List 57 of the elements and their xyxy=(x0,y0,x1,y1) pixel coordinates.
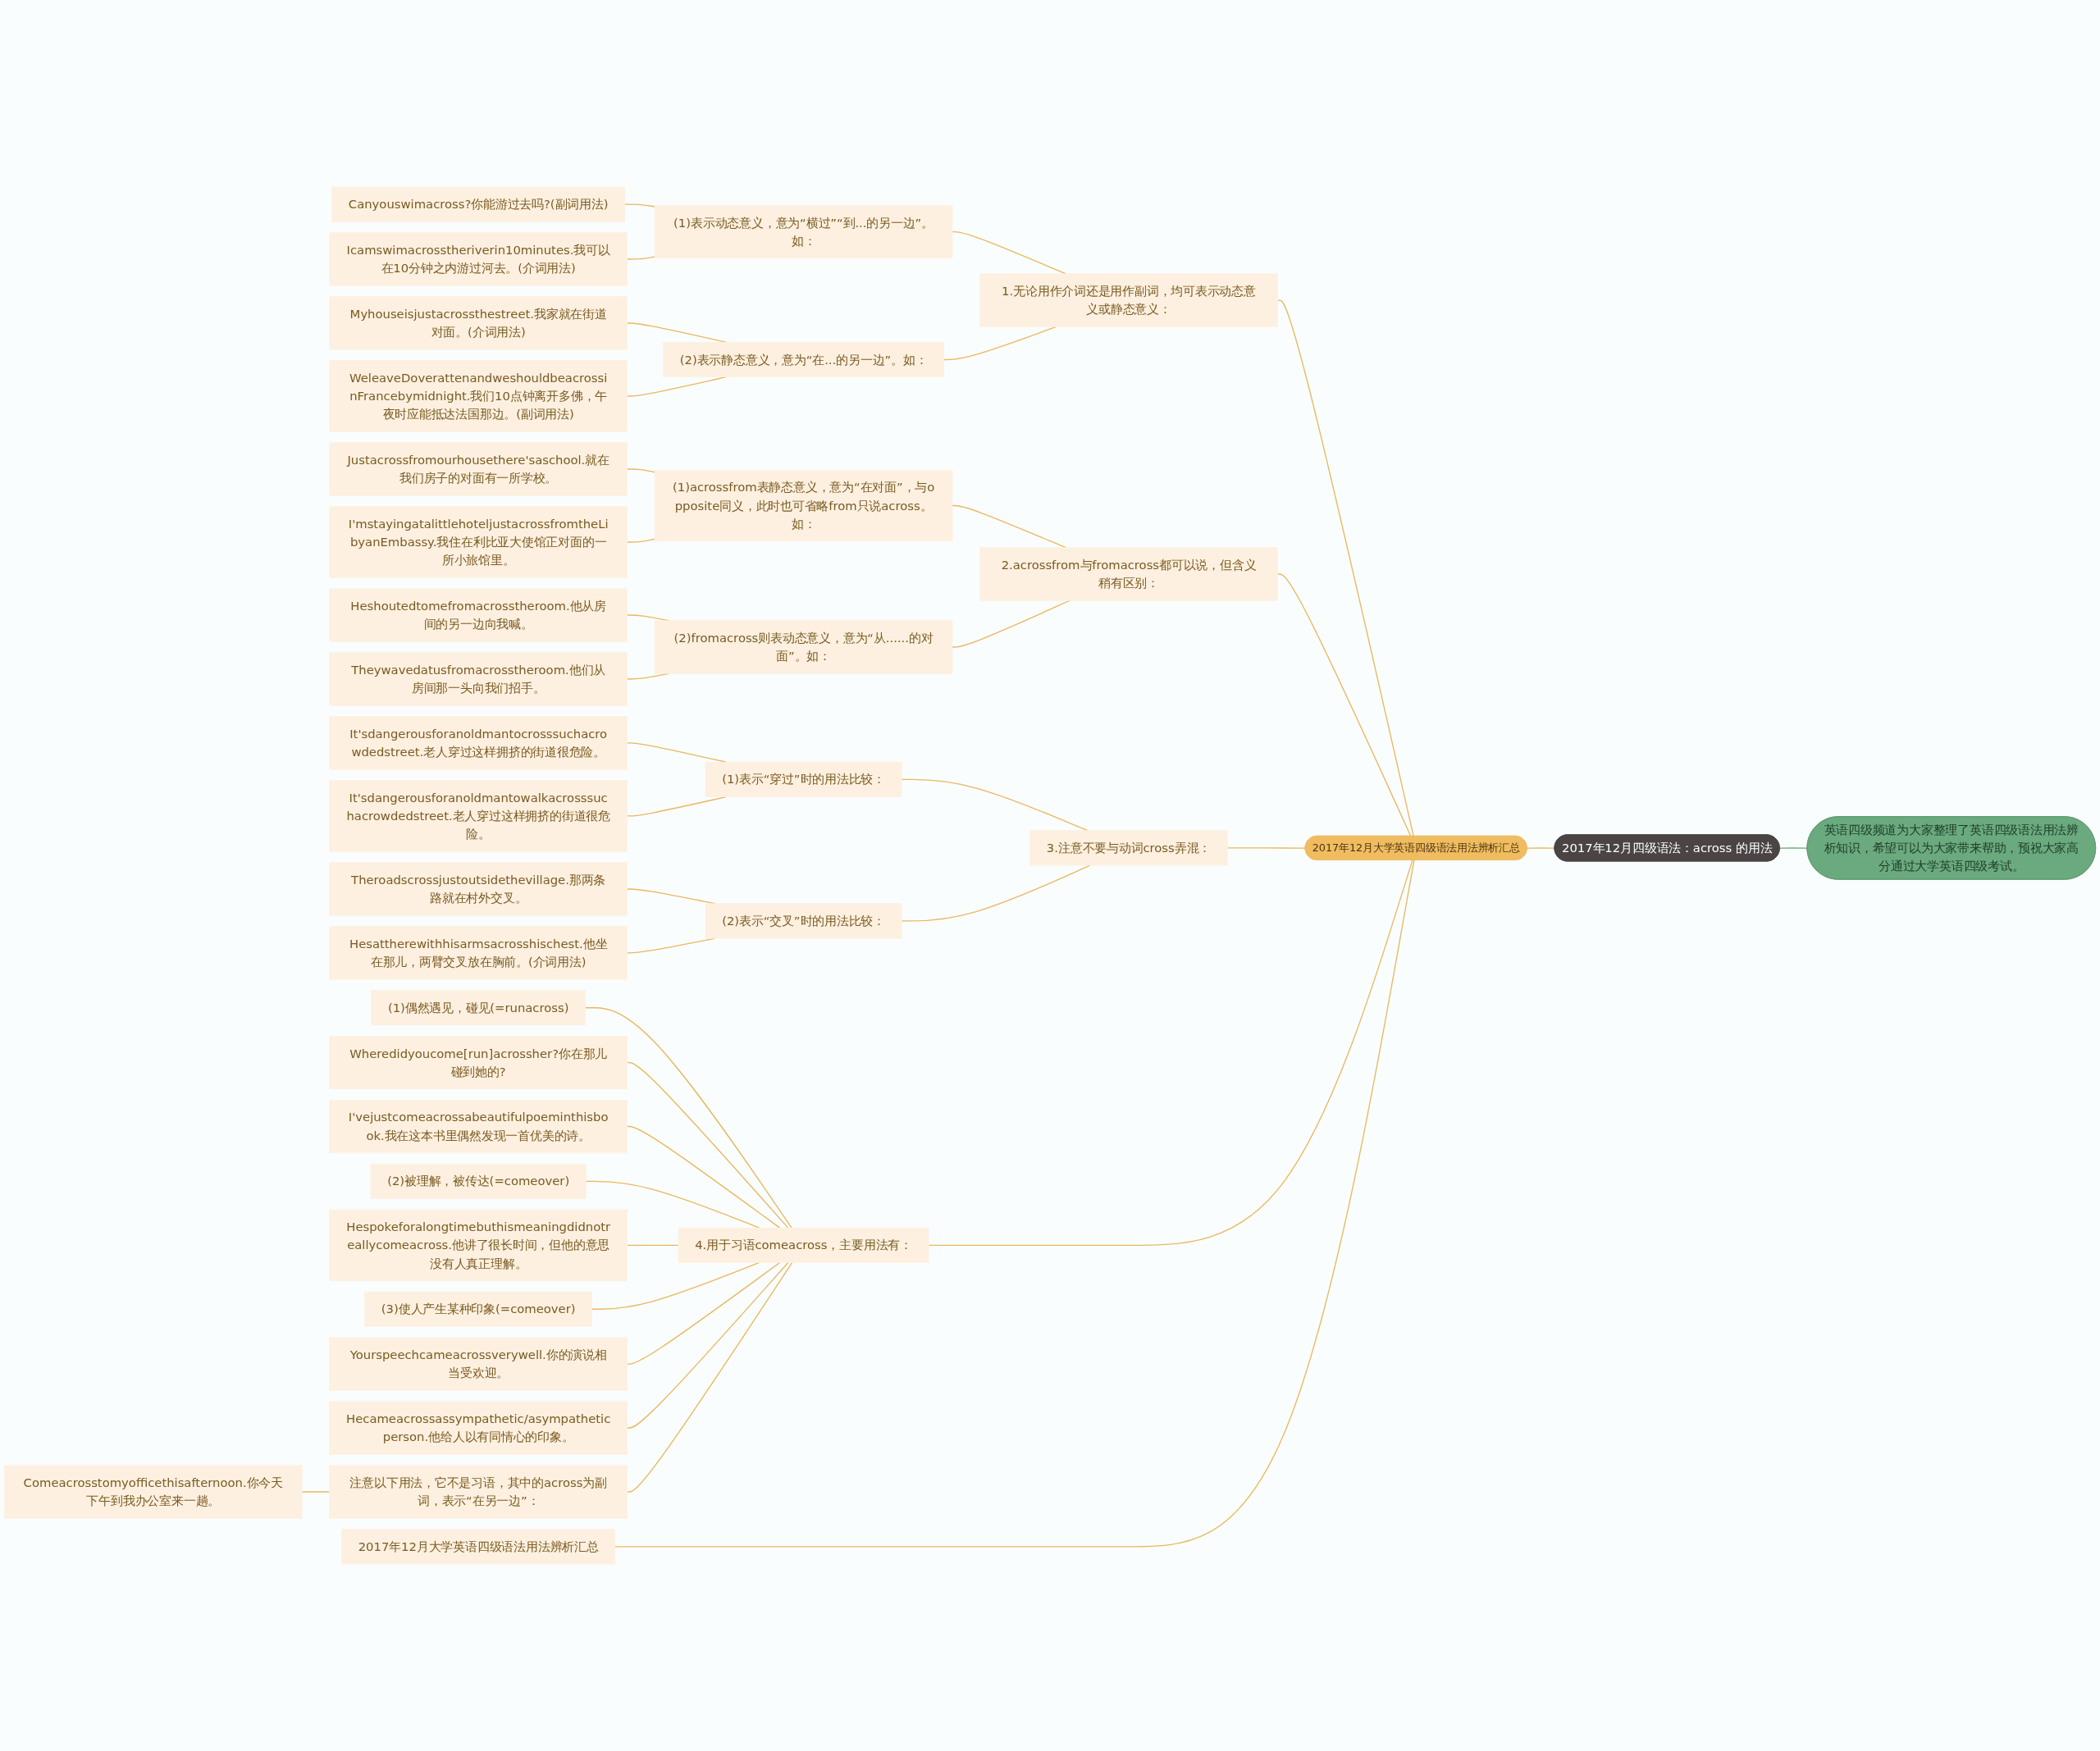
connector xyxy=(1226,847,1306,849)
node-box: Theywavedatusfromacrosstheroom.他们从房间那一头向我们招手。 xyxy=(329,652,628,706)
connector xyxy=(626,1244,679,1246)
node-box: (1)偶然遇见，碰见(=runacross) xyxy=(371,990,586,1026)
node-box: (1)表示动态意义，意为“横过”“到...的另一边”。如： xyxy=(654,205,953,259)
node-box: It'sdangerousforanoldmantowalkacrosssuchacrowdedstreet.老人穿过这样拥挤的街道很危险。 xyxy=(329,780,628,852)
connector xyxy=(626,1125,781,1229)
node-box: (2)表示静态意义，意为“在...的另一边”。如： xyxy=(663,341,944,377)
connector xyxy=(901,778,1089,832)
node-box: 3.注意不要与动词cross弄混： xyxy=(1029,830,1228,866)
node-box: Canyouswimacross?你能游过去吗?(副词用法) xyxy=(331,186,625,222)
node-box: 4.用于习语comeacross，主要用法有： xyxy=(678,1227,929,1263)
connector xyxy=(928,860,1413,1246)
node-box: Theroadscrossjustoutsidethevillage.那两条路就在村外交叉。 xyxy=(329,862,628,916)
node-box: 2017年12月大学英语四级语法用法辨析汇总 xyxy=(341,1529,616,1565)
connector xyxy=(301,1491,331,1493)
node-box: 1.无论用作介词还是用作副词，均可表示动态意义或静态意义： xyxy=(979,273,1278,327)
node-box: Myhouseisjustacrossthestreet.我家就在街道对面。(介词用法) xyxy=(329,296,628,350)
node-box: Wheredidyoucome[run]acrossher?你在那儿碰到她的? xyxy=(329,1036,628,1090)
connector xyxy=(626,1261,781,1365)
node-box: Heshoutedtomefromacrosstheroom.他从房间的另一边向我喊。 xyxy=(329,588,628,642)
node-box: (2)表示“交叉”时的用法比较： xyxy=(705,903,902,939)
connector xyxy=(591,1261,760,1310)
connector xyxy=(584,1007,792,1229)
connector xyxy=(626,468,655,473)
node-box: (1)表示“穿过”时的用法比较： xyxy=(705,761,902,797)
connector xyxy=(626,256,655,260)
connector xyxy=(626,742,727,763)
node-box: Icamswimacrosstheriverin10minutes.我可以在10分钟之内游过河去。(介词用法) xyxy=(329,232,628,286)
connector xyxy=(626,1261,789,1429)
node-box: I'vejustcomeacrossabeautifulpoeminthisbook.我在这本书里偶然发现一首优美的诗。 xyxy=(329,1099,628,1154)
node-box: (1)acrossfrom表静态意义，意为“在对面”，与opposite同义，此时也可省略from只说across。如： xyxy=(654,469,953,542)
connector xyxy=(626,538,655,543)
connector xyxy=(626,1061,789,1229)
connector xyxy=(623,203,655,207)
connector xyxy=(1276,299,1414,837)
node-box: Hecameacrossassympathetic/asympatheticperson.他给人以有同情心的印象。 xyxy=(329,1401,628,1455)
node-box: Hesattherewithhisarmsacrosshischest.他坐在那儿，两臂交叉放在胸前。(介词用法) xyxy=(329,926,628,980)
connector xyxy=(585,1180,760,1229)
node-box: (2)被理解，被传达(=comeover) xyxy=(370,1163,587,1199)
node-box: Justacrossfromourhousethere'saschool.就在我们房子的对面有一所学校。 xyxy=(329,442,628,496)
node-box: Hespokeforalongtimebuthismeaningdidnotreallycomeacross.他讲了很长时间，但他的意思没有人真正理解。 xyxy=(329,1209,628,1281)
connector xyxy=(1276,573,1412,837)
node-box: 2.acrossfrom与fromacross都可以说，但含义稍有区别： xyxy=(979,547,1278,601)
connector xyxy=(626,1261,793,1493)
connector xyxy=(1527,847,1555,849)
node-box: (3)使人产生某种印象(=comeover) xyxy=(364,1291,593,1327)
node-box: 注意以下用法，它不是习语，其中的across为副词，表示“在另一边”： xyxy=(329,1465,628,1519)
node-box: It'sdangerousforanoldmantocrosssuchacrowdedstreet.老人穿过这样拥挤的街道很危险。 xyxy=(329,716,628,770)
node-box: (2)fromacross则表动态意义，意为“从......的对面”。如： xyxy=(654,620,953,674)
connector xyxy=(1779,847,1808,849)
connector xyxy=(614,860,1415,1548)
node-box: Comeacrosstomyofficethisafternoon.你今天下午到我办公室来一趟。 xyxy=(4,1465,303,1519)
node-box: WeleaveDoverattenandweshouldbeacrossinFrancebymidnight.我们10点钟离开多佛，午夜时应能抵达法国那边。(副词用法) xyxy=(329,360,628,432)
node-box: I'mstayingatalittlehoteljustacrossfromtheLibyanEmbassy.我住在利比亚大使馆正对面的一所小旅馆里。 xyxy=(329,506,628,578)
node-box: Yourspeechcameacrossverywell.你的演说相当受欢迎。 xyxy=(329,1337,628,1391)
connector xyxy=(952,600,1071,648)
